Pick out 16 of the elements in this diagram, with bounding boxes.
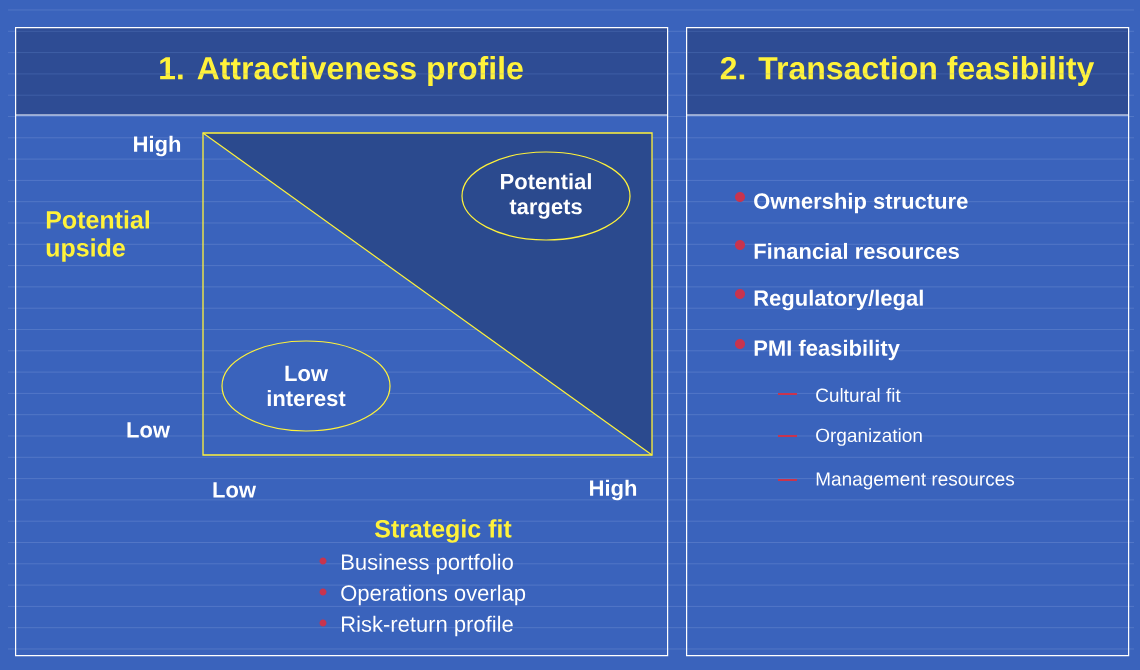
- label: Ownership structure: [754, 192, 968, 214]
- label: Financial resources: [754, 242, 959, 260]
- label: High: [590, 479, 637, 501]
- label: Business portfolio: [342, 553, 513, 575]
- label: Low: [213, 482, 257, 498]
- label: Strategic fit: [374, 519, 512, 543]
- label: Organization: [816, 428, 922, 446]
- label: Potential upside: [46, 210, 149, 262]
- label: Low: [127, 422, 171, 438]
- label: PMI feasibility: [754, 339, 900, 361]
- label: Cultural fit: [816, 388, 901, 402]
- label: Risk-return profile: [342, 615, 513, 637]
- label: Regulatory/legal: [754, 289, 923, 311]
- label: Operations overlap: [341, 584, 526, 606]
- label: Management resources: [816, 472, 1015, 490]
- label: High: [134, 135, 181, 157]
